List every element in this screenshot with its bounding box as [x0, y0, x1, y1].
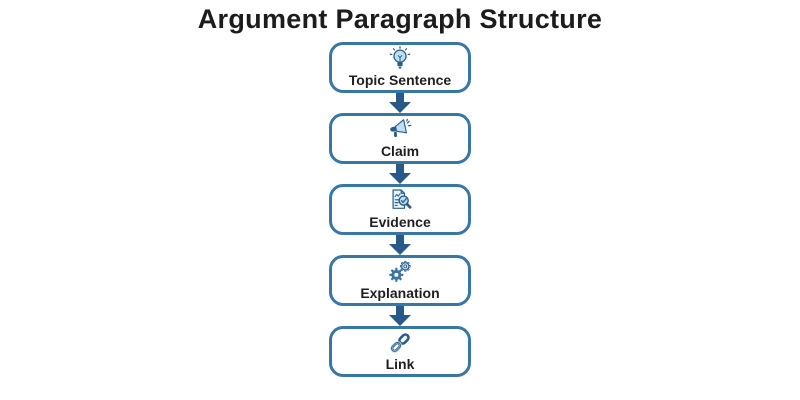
flow-step-label: Link	[385, 356, 415, 373]
lightbulb-icon	[387, 46, 413, 72]
flow-step-explanation: Explanation	[329, 255, 471, 306]
document-magnifier-icon	[387, 188, 413, 214]
diagram-title: Argument Paragraph Structure	[197, 4, 603, 34]
down-arrow-icon	[389, 93, 411, 113]
gears-icon	[387, 259, 413, 285]
down-arrow-icon	[389, 306, 411, 326]
down-arrow-icon	[389, 235, 411, 255]
flow-step-label: Explanation	[360, 285, 440, 302]
flow-step-link: Link	[329, 326, 471, 377]
megaphone-icon	[387, 117, 413, 143]
flow-step-label: Evidence	[369, 214, 431, 231]
flow-step-label: Claim	[380, 143, 420, 160]
flow-step-topic-sentence: Topic Sentence	[329, 42, 471, 93]
down-arrow-icon	[389, 164, 411, 184]
flow-step-evidence: Evidence	[329, 184, 471, 235]
flowchart: Topic Sentence	[0, 42, 800, 377]
flow-step-claim: Claim	[329, 113, 471, 164]
flow-step-label: Topic Sentence	[348, 72, 452, 89]
chain-link-icon	[387, 330, 413, 356]
